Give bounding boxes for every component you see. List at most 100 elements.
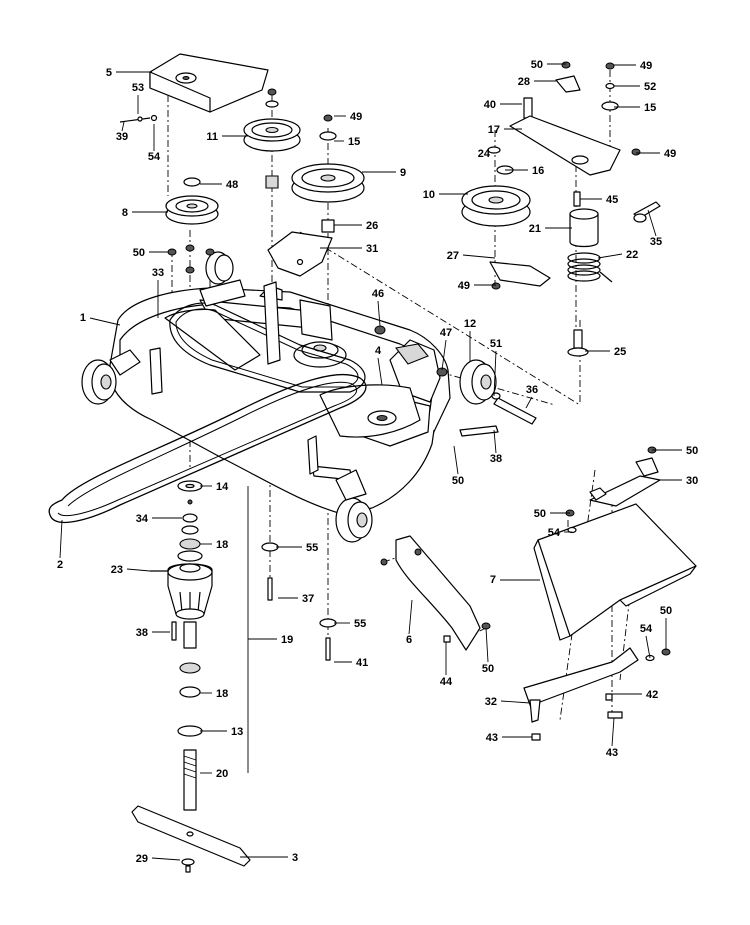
callout-c20: 20: [216, 768, 228, 780]
callout-c25: 25: [614, 346, 626, 358]
leader-line-c32: [500, 700, 531, 704]
callout-c46: 46: [372, 288, 384, 300]
callout-c48: 48: [226, 179, 238, 191]
callout-c49d: 49: [458, 280, 470, 292]
callout-c55a: 55: [306, 542, 318, 554]
callout-c52: 52: [644, 81, 656, 93]
callout-c1: 1: [80, 312, 86, 324]
callout-c31: 31: [366, 243, 378, 255]
callout-c33: 33: [152, 267, 164, 279]
callout-c50f: 50: [482, 663, 494, 675]
callout-c15b: 15: [644, 102, 656, 114]
callout-c4: 4: [375, 345, 382, 357]
callout-c37: 37: [302, 593, 314, 605]
leader-line-c22: [597, 253, 623, 259]
leader-line-c36: [525, 396, 533, 409]
callout-c50g: 50: [660, 605, 672, 617]
leader-line-c2: [59, 519, 63, 559]
callout-c29: 29: [136, 853, 148, 865]
gauge-wheel-rear: [199, 251, 246, 307]
callout-c45: 45: [606, 194, 618, 206]
callout-c30: 30: [686, 475, 698, 487]
idler-bracket-31: [267, 231, 333, 277]
leader-line-c39: [121, 121, 125, 132]
callout-c38b: 38: [490, 453, 502, 465]
deck-belt: [48, 373, 367, 523]
callout-c27: 27: [447, 250, 459, 262]
callout-c17: 17: [488, 124, 500, 136]
callout-c50d: 50: [534, 508, 546, 520]
callout-c3: 3: [292, 852, 298, 864]
callout-c53: 53: [132, 82, 144, 94]
callout-c12: 12: [464, 318, 476, 330]
leader-line-c43b: [611, 717, 615, 747]
callout-c13: 13: [231, 726, 243, 738]
callout-c9: 9: [400, 167, 406, 179]
callout-c54c: 54: [640, 623, 653, 635]
lower-bolts: [261, 542, 337, 661]
callout-c16: 16: [532, 165, 544, 177]
callout-c38a: 38: [136, 627, 148, 639]
leader-line-c38b: [493, 429, 497, 454]
leader-line-c1: [89, 317, 121, 326]
callout-c18b: 18: [216, 688, 228, 700]
callout-c36: 36: [526, 384, 538, 396]
bracket-6: [395, 535, 481, 651]
leader-line-c51: [493, 350, 497, 397]
callout-c26: 26: [366, 220, 378, 232]
callout-c5: 5: [106, 67, 112, 79]
callout-c42: 42: [646, 689, 658, 701]
leader-line-c29: [151, 857, 181, 861]
leader-line-c50e: [453, 445, 459, 475]
callout-c6: 6: [406, 634, 412, 646]
callout-c50e: 50: [452, 475, 464, 487]
mower-deck: [109, 281, 451, 515]
callout-c7: 7: [490, 574, 496, 586]
callout-c55b: 55: [354, 618, 366, 630]
callout-c40: 40: [484, 99, 496, 111]
callout-c49b: 49: [640, 60, 652, 72]
callout-c50b: 50: [531, 59, 543, 71]
callout-c22: 22: [626, 249, 638, 261]
deflector-chute: [533, 503, 697, 641]
callout-c19: 19: [281, 634, 293, 646]
bracket-30: [589, 457, 661, 507]
pulley-9: [291, 163, 365, 203]
callout-c41: 41: [356, 657, 368, 669]
callout-c24: 24: [478, 148, 491, 160]
leader-line-c47: [441, 339, 447, 371]
callout-c21: 21: [529, 223, 541, 235]
bracket-32: [523, 647, 639, 723]
callout-c49c: 49: [664, 148, 676, 160]
part-callouts: 1234567891011121314151516171818192021222…: [57, 59, 698, 865]
callout-c32: 32: [485, 696, 497, 708]
callout-c28: 28: [518, 76, 530, 88]
callout-c10: 10: [423, 189, 435, 201]
pulley-10: [461, 185, 531, 227]
callout-c51: 51: [490, 338, 502, 350]
callout-c49a: 49: [350, 111, 362, 123]
callout-c54b: 54: [548, 527, 561, 539]
pulley-8: [165, 195, 219, 225]
callout-c14: 14: [216, 481, 229, 493]
callout-c39: 39: [116, 131, 128, 143]
callout-c54a: 54: [148, 151, 161, 163]
callout-c11: 11: [206, 131, 218, 143]
leader-line-c27: [462, 254, 496, 259]
callout-c34: 34: [136, 513, 149, 525]
gauge-wheel-left: [81, 349, 141, 405]
callout-c47: 47: [440, 327, 452, 339]
spindle-assembly: [150, 480, 249, 811]
callout-c50c: 50: [686, 445, 698, 457]
leader-line-c50f: [485, 627, 489, 663]
leader-line-c54c: [645, 635, 651, 659]
gauge-wheel-front: [335, 469, 373, 543]
callout-c2: 2: [57, 559, 63, 571]
callout-c44: 44: [440, 676, 453, 688]
callout-c43b: 43: [606, 747, 618, 759]
callout-c43a: 43: [486, 732, 498, 744]
callout-c8: 8: [122, 207, 128, 219]
blade: [131, 805, 251, 873]
callout-c23: 23: [111, 564, 123, 576]
